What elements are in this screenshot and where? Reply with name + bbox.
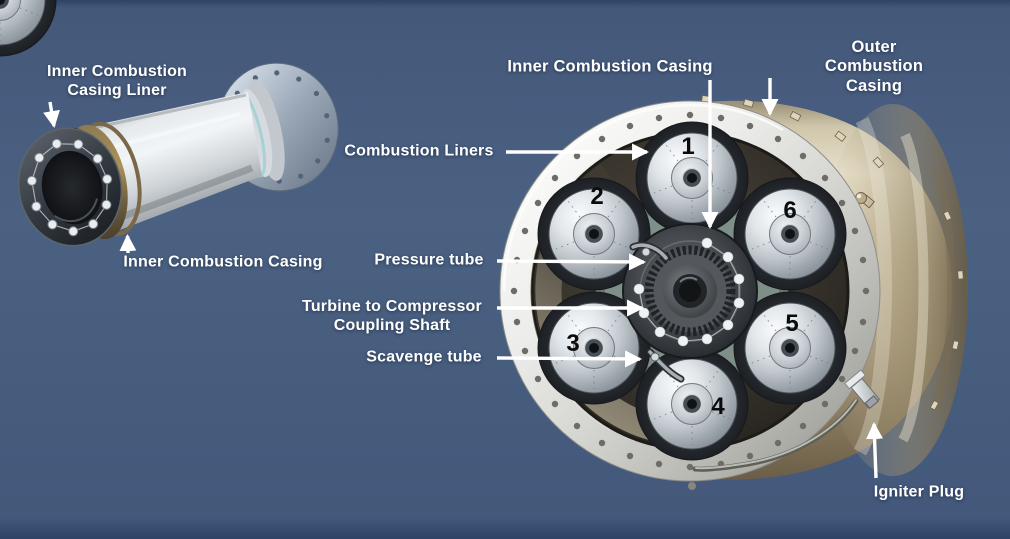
combustion-liner-4 (635, 347, 749, 461)
drum-sheen-1 (898, 132, 929, 443)
tube-highlight-core (99, 112, 241, 152)
combustion-case-assembly (0, 0, 968, 490)
inner-combustion-casing-assembly (17, 62, 339, 247)
igniter-plug-part (692, 369, 881, 472)
tube-shadow (106, 164, 254, 226)
label-coupling-shaft: Turbine to Compressor Coupling Shaft (302, 298, 482, 334)
label-inner-combustion-casing-liner: Inner Combustion Casing Liner (46, 63, 188, 99)
label-scavenge-tube: Scavenge tube (366, 348, 482, 366)
label-combustion-liners: Combustion Liners (344, 142, 494, 160)
liner-number-3: 3 (566, 330, 580, 357)
liner-number-2: 2 (590, 183, 604, 210)
label-pressure-tube: Pressure tube (374, 251, 484, 269)
label-igniter-plug: Igniter Plug (873, 483, 965, 501)
tube-top-edge (83, 93, 247, 132)
drum-fitting (855, 192, 875, 209)
drum-clips (701, 95, 964, 411)
flange-highlight (502, 103, 784, 292)
front-ring-bolts (26, 138, 113, 237)
label-outer-combustion-casing: Outer Combustion Casing (824, 37, 924, 95)
hub-lockwire (638, 242, 740, 342)
liner-number-1: 1 (681, 133, 695, 160)
front-ring (17, 127, 123, 247)
leader-arrow-inner-casing-left (119, 233, 137, 254)
leader-arrows (43, 78, 884, 479)
drum-shade (932, 170, 956, 410)
liner-number-6: 6 (783, 197, 797, 224)
leader-arrow-liner (43, 101, 60, 129)
liner-number-5: 5 (785, 310, 799, 337)
leader-arrow-igniter-plug (866, 421, 884, 479)
leader-arrow-pressure-tube (496, 253, 647, 271)
liner-number-4: 4 (711, 393, 725, 420)
label-inner-combustion-casing-top: Inner Combustion Casing (507, 57, 713, 76)
scavenge-tube-part (646, 348, 685, 383)
flange-bolt-holes (510, 111, 870, 471)
tube-highlight (98, 109, 242, 155)
hub (622, 223, 758, 359)
label-inner-combustion-casing-left: Inner Combustion Casing (123, 253, 323, 271)
leader-arrow-scavenge-tube (496, 350, 643, 368)
flange-stud (688, 482, 696, 490)
